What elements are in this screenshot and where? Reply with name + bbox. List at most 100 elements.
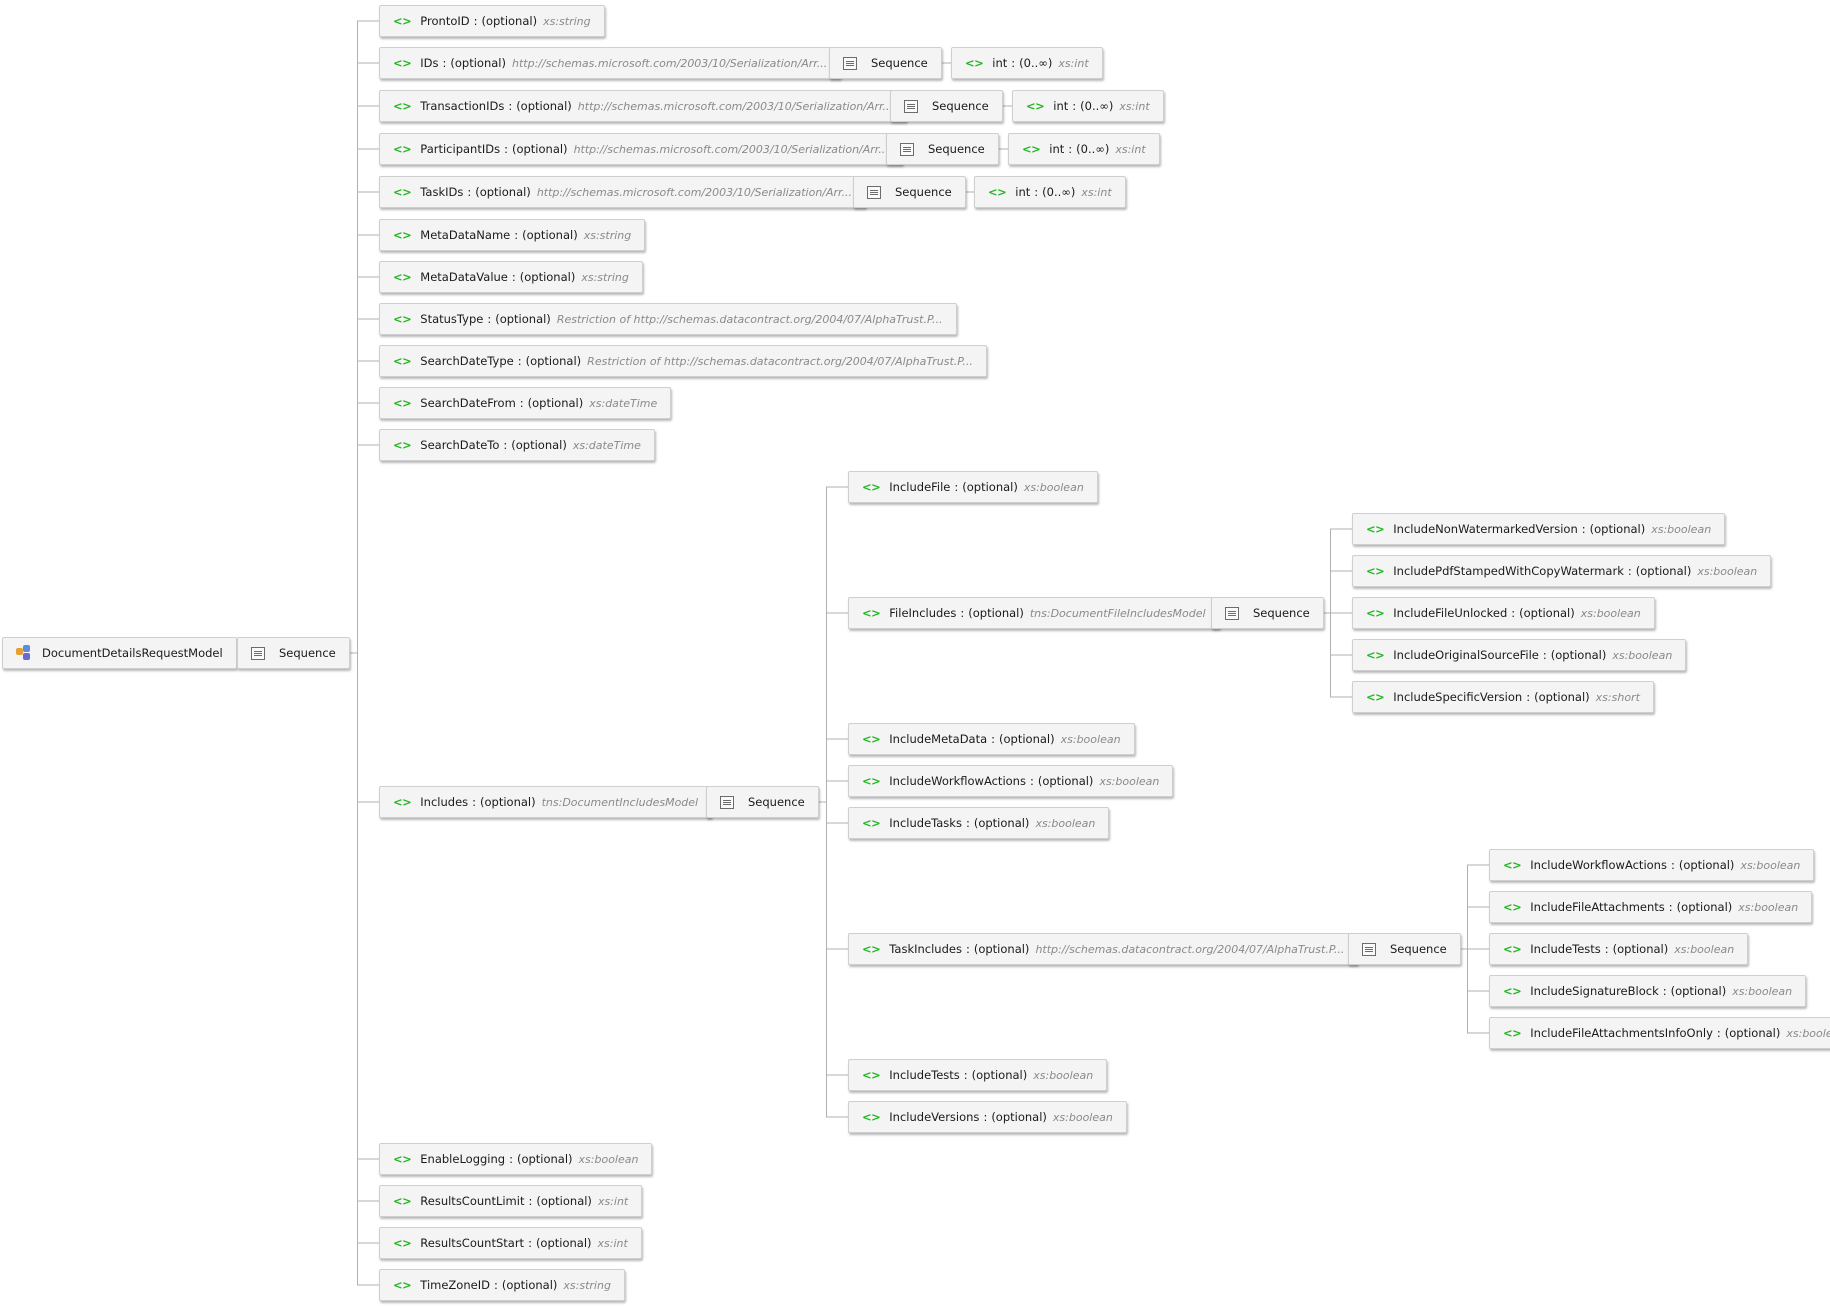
element-node[interactable]: <> Includes: (optional) tns:DocumentIncl… <box>379 786 713 818</box>
element-occurrence: (optional) <box>527 396 584 410</box>
element-node[interactable]: <> TaskIncludes: (optional) http://schem… <box>848 933 1359 965</box>
element-icon: <> <box>393 312 412 326</box>
element-node[interactable]: <> IncludeFileUnlocked: (optional) xs:bo… <box>1352 597 1655 629</box>
element-type: xs:boolean <box>1740 858 1801 872</box>
sequence-node[interactable]: Sequence <box>829 47 942 79</box>
element-name: IncludeMetaData <box>889 732 988 746</box>
element-name: IncludeWorkflowActions <box>1530 858 1667 872</box>
element-name: int <box>992 56 1008 70</box>
element-icon: <> <box>862 732 881 746</box>
element-occurrence: (optional) <box>1589 522 1646 536</box>
element-node[interactable]: <> TaskIDs: (optional) http://schemas.mi… <box>379 176 867 208</box>
element-name: SearchDateFrom <box>420 396 516 410</box>
element-icon: <> <box>393 354 412 368</box>
element-node[interactable]: <> IDs: (optional) http://schemas.micros… <box>379 47 842 79</box>
element-node[interactable]: <> IncludeFileAttachments: (optional) xs… <box>1489 891 1813 923</box>
element-icon: <> <box>1366 606 1385 620</box>
element-type: xs:boolean <box>1732 984 1793 998</box>
element-node[interactable]: <> IncludeTests: (optional) xs:boolean <box>848 1059 1108 1091</box>
sequence-node[interactable]: Sequence <box>853 176 966 208</box>
element-node[interactable]: <> ResultsCountLimit: (optional) xs:int <box>379 1185 643 1217</box>
element-name: StatusType <box>420 312 484 326</box>
element-node[interactable]: <> IncludeNonWatermarkedVersion: (option… <box>1352 513 1726 545</box>
element-node[interactable]: <> EnableLogging: (optional) xs:boolean <box>379 1143 653 1175</box>
sequence-node[interactable]: Sequence <box>1211 597 1324 629</box>
sequence-node[interactable]: Sequence <box>886 133 999 165</box>
element-occurrence: (optional) <box>1519 606 1575 620</box>
element-icon: <> <box>393 56 412 70</box>
element-node[interactable]: <> FileIncludes: (optional) tns:Document… <box>848 597 1220 629</box>
element-occurrence: (optional) <box>973 816 1030 830</box>
element-node[interactable]: <> StatusType: (optional) Restriction of… <box>379 303 957 335</box>
element-type: xs:string <box>583 228 632 242</box>
element-type: xs:boolean <box>1674 942 1735 956</box>
element-node[interactable]: <> IncludePdfStampedWithCopyWatermark: (… <box>1352 555 1772 587</box>
element-node[interactable]: <> SearchDateType: (optional) Restrictio… <box>379 345 987 377</box>
element-type: Restriction of http://schemas.datacontra… <box>587 354 973 368</box>
element-occurrence: (optional) <box>522 228 578 242</box>
element-icon: <> <box>1503 984 1522 998</box>
element-name: IncludeFileUnlocked <box>1393 606 1508 620</box>
element-icon: <> <box>393 396 412 410</box>
root-node[interactable]: DocumentDetailsRequestModel <box>2 637 237 669</box>
element-node[interactable]: <> IncludeSignatureBlock: (optional) xs:… <box>1489 975 1807 1007</box>
element-type: xs:int <box>1058 56 1089 70</box>
element-icon: <> <box>1366 522 1385 536</box>
element-node[interactable]: <> SearchDateFrom: (optional) xs:dateTim… <box>379 387 672 419</box>
element-type: xs:boolean <box>1651 522 1712 536</box>
element-node[interactable]: <> IncludeTests: (optional) xs:boolean <box>1489 933 1749 965</box>
element-name: TaskIncludes <box>889 942 962 956</box>
element-icon: <> <box>393 142 412 156</box>
element-node[interactable]: <> IncludeMetaData: (optional) xs:boolea… <box>848 723 1135 755</box>
element-occurrence: (optional) <box>475 185 531 199</box>
element-type: xs:boolean <box>1033 1068 1094 1082</box>
element-name: SearchDateTo <box>420 438 500 452</box>
element-name: IncludeFile <box>889 480 951 494</box>
element-node[interactable]: <> ParticipantIDs: (optional) http://sch… <box>379 133 903 165</box>
element-node[interactable]: <> TimeZoneID: (optional) xs:string <box>379 1269 625 1301</box>
element-name: MetaDataValue <box>420 270 508 284</box>
element-node[interactable]: <> int: (0..∞) xs:int <box>1012 90 1164 122</box>
element-node[interactable]: <> IncludeWorkflowActions: (optional) xs… <box>848 765 1174 797</box>
element-node[interactable]: <> int: (0..∞) xs:int <box>951 47 1103 79</box>
element-occurrence: (0..∞) <box>1080 99 1114 113</box>
element-occurrence: (optional) <box>1534 690 1590 704</box>
element-icon: <> <box>965 56 984 70</box>
element-node[interactable]: <> SearchDateTo: (optional) xs:dateTime <box>379 429 655 461</box>
element-node[interactable]: <> MetaDataName: (optional) xs:string <box>379 219 646 251</box>
element-node[interactable]: <> IncludeVersions: (optional) xs:boolea… <box>848 1101 1127 1133</box>
sequence-compositor-icon <box>900 142 914 156</box>
element-occurrence: (optional) <box>968 606 1024 620</box>
element-name: ResultsCountStart <box>420 1236 525 1250</box>
element-node[interactable]: <> IncludeFile: (optional) xs:boolean <box>848 471 1098 503</box>
element-type: tns:DocumentFileIncludesModel <box>1029 606 1206 620</box>
sequence-node[interactable]: Sequence <box>890 90 1003 122</box>
element-node[interactable]: <> ResultsCountStart: (optional) xs:int <box>379 1227 642 1259</box>
element-node[interactable]: <> IncludeFileAttachmentsInfoOnly: (opti… <box>1489 1017 1830 1049</box>
element-node[interactable]: <> int: (0..∞) xs:int <box>1008 133 1160 165</box>
element-node[interactable]: <> IncludeTasks: (optional) xs:boolean <box>848 807 1110 839</box>
element-type: xs:short <box>1595 690 1640 704</box>
sequence-node[interactable]: Sequence <box>1348 933 1461 965</box>
element-node[interactable]: <> IncludeWorkflowActions: (optional) xs… <box>1489 849 1815 881</box>
sequence-node[interactable]: Sequence <box>237 637 350 669</box>
element-node[interactable]: <> IncludeOriginalSourceFile: (optional)… <box>1352 639 1687 671</box>
element-node[interactable]: <> TransactionIDs: (optional) http://sch… <box>379 90 908 122</box>
root-node-label: DocumentDetailsRequestModel <box>42 646 223 660</box>
element-occurrence: (optional) <box>511 142 568 156</box>
sequence-label: Sequence <box>748 795 805 809</box>
element-name: SearchDateType <box>420 354 514 368</box>
element-occurrence: (optional) <box>480 795 536 809</box>
element-node[interactable]: <> ProntoID: (optional) xs:string <box>379 5 605 37</box>
element-icon: <> <box>393 1194 412 1208</box>
element-node[interactable]: <> MetaDataValue: (optional) xs:string <box>379 261 643 293</box>
element-type: xs:int <box>1081 185 1112 199</box>
element-name: IncludeNonWatermarkedVersion <box>1393 522 1578 536</box>
element-type: http://schemas.microsoft.com/2003/10/Ser… <box>577 99 894 113</box>
element-icon: <> <box>393 270 412 284</box>
element-icon: <> <box>1026 99 1045 113</box>
sequence-node[interactable]: Sequence <box>706 786 819 818</box>
element-node[interactable]: <> IncludeSpecificVersion: (optional) xs… <box>1352 681 1654 713</box>
element-occurrence: (optional) <box>991 1110 1047 1124</box>
element-node[interactable]: <> int: (0..∞) xs:int <box>974 176 1126 208</box>
